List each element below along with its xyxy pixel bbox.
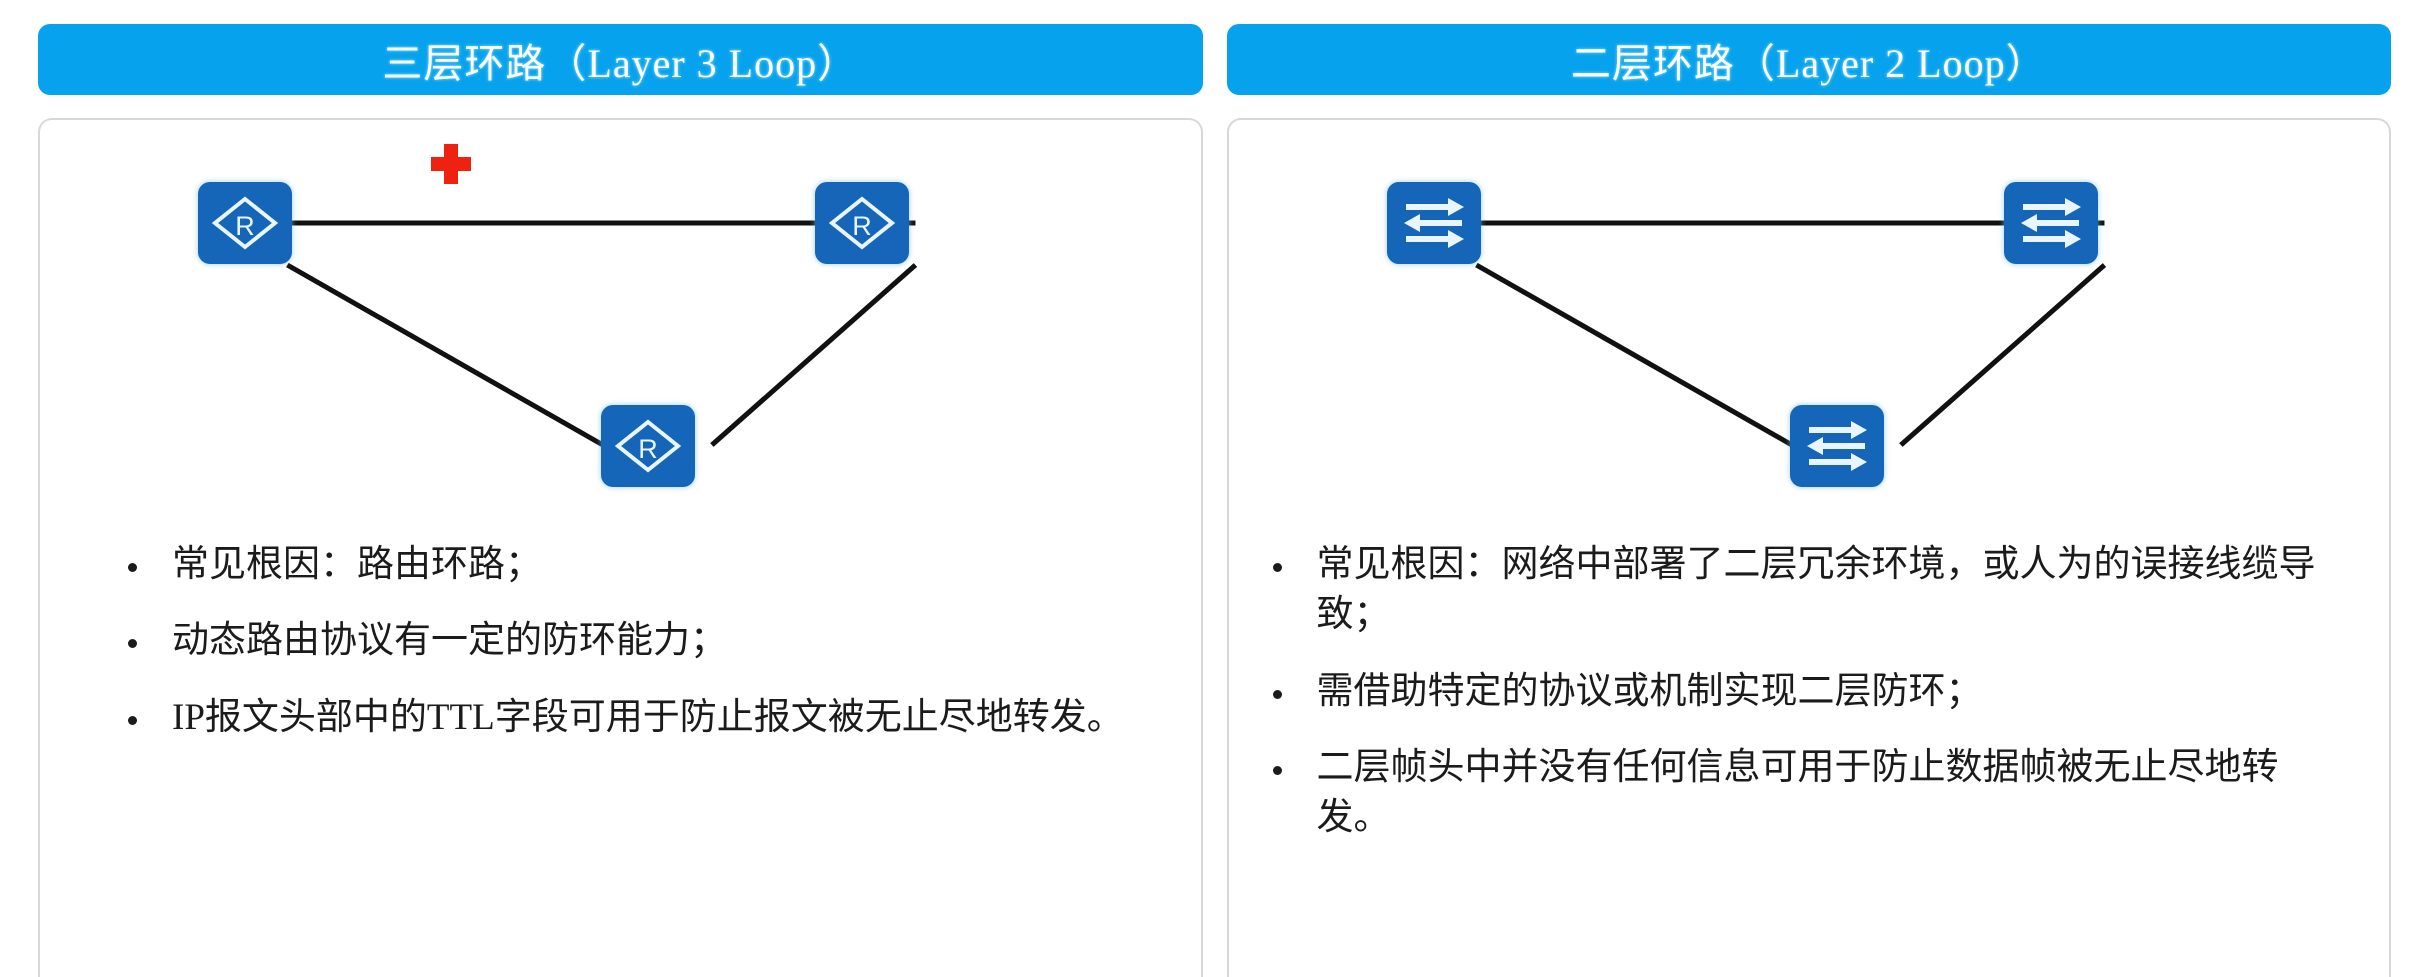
topology-links-layer3 xyxy=(286,220,918,448)
switch-icon xyxy=(2020,198,2081,248)
router-icon: R xyxy=(614,419,682,473)
router-icon: R xyxy=(828,196,896,250)
panel-title-layer3: 三层环路（Layer 3 Loop） xyxy=(38,24,1203,95)
panel-body-layer2: 常见根因：网络中部署了二层冗余环境，或人为的误接线缆导致； 需借助特定的协议或机… xyxy=(1226,118,2391,977)
list-item: 二层帧头中并没有任何信息可用于防止数据帧被无止尽地转发。 xyxy=(1259,743,2350,844)
switch-icon xyxy=(1403,198,1464,248)
bullet-list-layer2: 常见根因：网络中部署了二层冗余环境，或人为的误接线缆导致； 需借助特定的协议或机… xyxy=(1229,540,2390,844)
panel-layer2-loop: 二层环路（Layer 2 Loop） xyxy=(1226,24,2391,977)
red-cross-marker xyxy=(429,142,473,186)
topology-diagram-layer2 xyxy=(1229,120,2390,540)
plus-icon xyxy=(431,144,471,184)
router-node-top-right[interactable]: R xyxy=(815,182,909,264)
router-icon: R xyxy=(211,196,279,250)
switch-icon xyxy=(1806,421,1867,471)
bullet-list-layer3: 常见根因：路由环路； 动态路由协议有一定的防环能力； IP报文头部中的TTL字段… xyxy=(40,540,1201,743)
router-node-top-left[interactable]: R xyxy=(198,182,292,264)
topology-links-layer2 xyxy=(1474,220,2106,448)
switch-node-top-right[interactable] xyxy=(2003,182,2098,264)
svg-text:R: R xyxy=(235,211,255,241)
list-item: IP报文头部中的TTL字段可用于防止报文被无止尽地转发。 xyxy=(114,693,1161,743)
topology-diagram-layer3: R R R xyxy=(40,120,1201,540)
panel-layer3-loop: 三层环路（Layer 3 Loop） R xyxy=(38,24,1203,977)
list-item: 动态路由协议有一定的防环能力； xyxy=(114,616,1161,666)
panel-title-layer2: 二层环路（Layer 2 Loop） xyxy=(1226,24,2391,95)
svg-text:R: R xyxy=(852,211,872,241)
list-item: 需借助特定的协议或机制实现二层防环； xyxy=(1259,667,2350,717)
panel-body-layer3: R R R xyxy=(38,118,1203,977)
list-item: 常见根因：网络中部署了二层冗余环境，或人为的误接线缆导致； xyxy=(1259,540,2350,641)
list-item: 常见根因：路由环路； xyxy=(114,540,1161,590)
switch-node-bottom[interactable] xyxy=(1789,405,1884,487)
router-node-bottom[interactable]: R xyxy=(601,405,695,487)
svg-text:R: R xyxy=(638,434,658,464)
switch-node-top-left[interactable] xyxy=(1386,182,1481,264)
